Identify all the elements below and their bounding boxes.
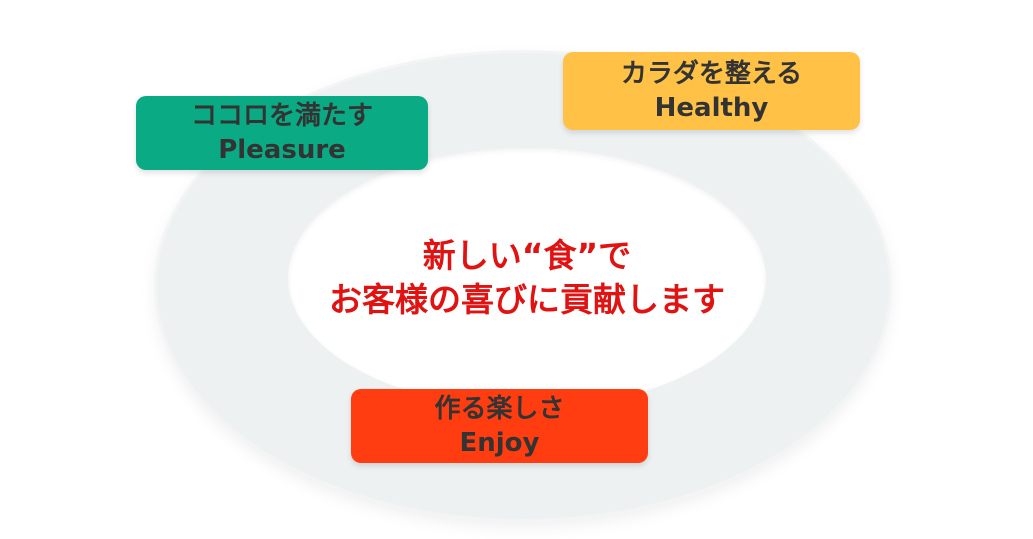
pleasure-jp-label: ココロを満たす [190, 101, 373, 131]
center-message-line1: 新しい“食”で [422, 236, 632, 275]
enjoy-jp-label: 作る楽しさ [434, 394, 565, 424]
enjoy-box: 作る楽しさ Enjoy [351, 389, 648, 463]
pleasure-en-label: Pleasure [218, 135, 346, 165]
healthy-en-label: Healthy [654, 93, 769, 123]
center-message-line2: お客様の喜びに貢献します [329, 280, 725, 319]
pleasure-box: ココロを満たす Pleasure [136, 96, 428, 170]
enjoy-en-label: Enjoy [459, 428, 540, 458]
healthy-box: カラダを整える Healthy [563, 52, 860, 130]
inner-ellipse [288, 148, 766, 408]
center-message: 新しい“食”で お客様の喜びに貢献します [288, 148, 766, 408]
healthy-jp-label: カラダを整える [620, 59, 803, 89]
